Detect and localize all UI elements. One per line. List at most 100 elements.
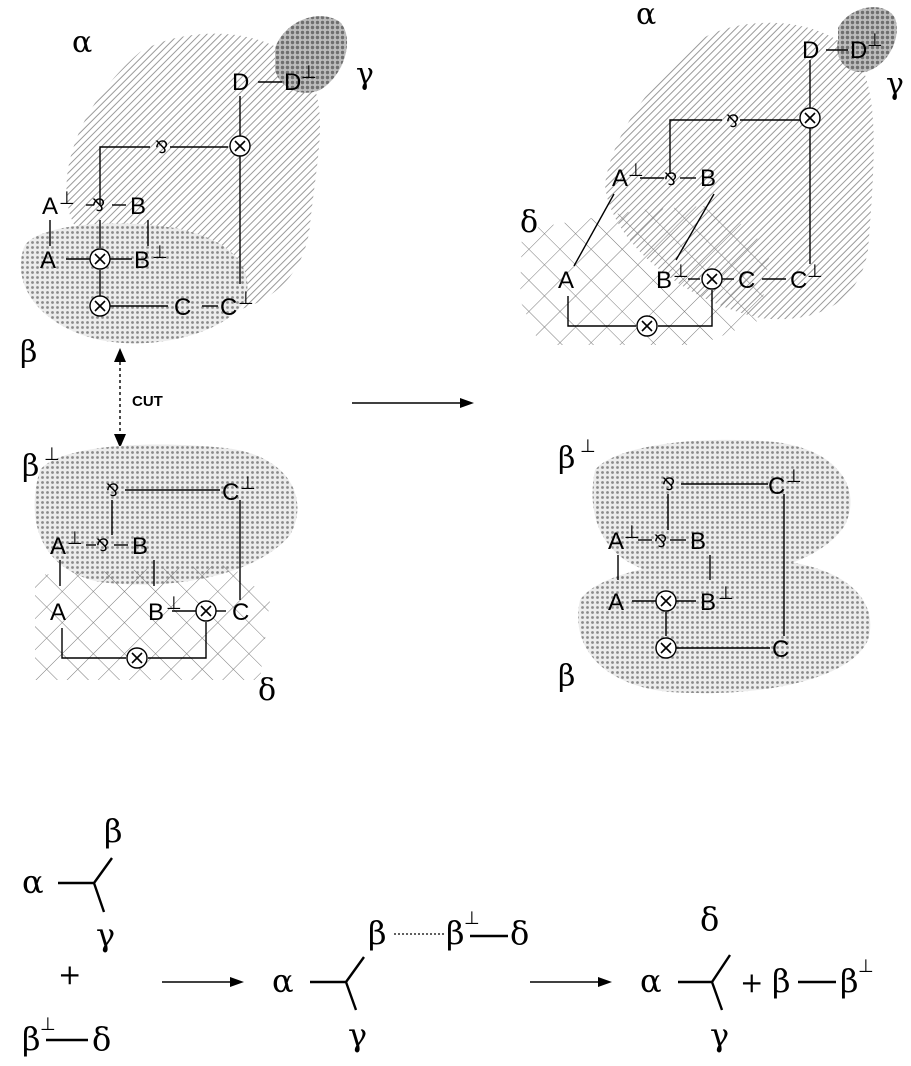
par-symbol: ⅋ [664, 170, 677, 190]
perp-mark: ⊥ [718, 583, 734, 603]
label-beta: β [368, 914, 387, 952]
label-beta: β [20, 335, 37, 370]
cut-label: CUT [132, 393, 163, 410]
label-beta-perp: β [840, 962, 859, 1000]
perp-mark: ⊥ [44, 444, 60, 464]
perp-mark: ⊥ [807, 261, 823, 281]
perp-mark: ⊥ [628, 160, 644, 180]
region-gamma [837, 7, 897, 73]
atom-C-perp: C [790, 267, 807, 294]
par-symbol: ⅋ [106, 481, 119, 501]
region-beta [578, 559, 871, 694]
label-alpha: α [272, 962, 294, 1000]
atom-C: C [232, 599, 249, 626]
par-symbol: ⅋ [92, 196, 105, 216]
label-gamma: γ [710, 1016, 729, 1054]
label-gamma: γ [356, 57, 374, 92]
perp-mark: ⊥ [166, 593, 182, 613]
atom-B-perp: B [700, 589, 716, 616]
atom-B-perp: B [148, 599, 164, 626]
cut-elimination-schema: β α γ + β ⊥ δ α β β ⊥ δ γ δ α + β β ⊥ γ [22, 812, 874, 1058]
tensor-symbol [126, 647, 148, 669]
perp-mark: ⊥ [624, 522, 640, 542]
tensor-symbol [195, 600, 217, 622]
label-alpha: α [22, 863, 44, 901]
perp-mark: ⊥ [858, 956, 874, 976]
atom-A-perp: A [50, 533, 66, 560]
perp-mark: ⊥ [786, 466, 802, 486]
label-delta: δ [700, 900, 719, 938]
tensor-symbol [229, 135, 251, 157]
label-beta: β [104, 812, 123, 850]
plus-sign: + [58, 958, 81, 991]
atom-A: A [40, 247, 56, 274]
perp-mark: ⊥ [301, 62, 317, 82]
atom-B: B [130, 193, 146, 220]
perp-mark: ⊥ [152, 242, 168, 262]
label-gamma: γ [96, 916, 115, 954]
atom-C-perp: C [222, 479, 239, 506]
label-beta-perp: β [22, 1020, 41, 1058]
perp-mark: ⊥ [673, 261, 689, 281]
label-beta-perp: β [22, 449, 39, 484]
net-top-left: ⅋ ⅋ D D ⊥ A ⊥ B A B ⊥ C C ⊥ α γ β [20, 16, 374, 370]
atom-D: D [802, 37, 819, 64]
atom-A-perp: A [612, 165, 628, 192]
region-gamma [275, 16, 348, 93]
atom-D: D [232, 69, 249, 96]
atom-A-perp: A [42, 193, 58, 220]
label-delta: δ [92, 1020, 111, 1058]
atom-D-perp: D [284, 69, 301, 96]
region-delta [35, 565, 270, 680]
cut-arrow: CUT [114, 348, 163, 448]
label-delta: δ [258, 673, 276, 708]
tensor-symbol [89, 248, 111, 270]
plus-sign: + [740, 966, 763, 999]
label-beta-perp: β [446, 914, 465, 952]
par-symbol: ⅋ [96, 536, 109, 556]
par-symbol: ⅋ [726, 112, 739, 132]
par-symbol: ⅋ [155, 138, 168, 158]
atom-C-perp: C [220, 294, 237, 321]
par-symbol: ⅋ [654, 532, 667, 552]
par-symbol: ⅋ [662, 475, 675, 495]
region-delta [520, 205, 770, 345]
label-beta: β [558, 659, 575, 694]
tensor-symbol [89, 295, 111, 317]
transform-arrow [352, 398, 474, 408]
atom-C: C [772, 636, 789, 663]
perp-mark: ⊥ [867, 30, 883, 50]
atom-C: C [738, 267, 755, 294]
atom-A-perp: A [608, 528, 624, 555]
net-bottom-right: ⅋ ⅋ C ⊥ A ⊥ B A B ⊥ C β ⊥ β [558, 436, 871, 694]
atom-B: B [700, 165, 716, 192]
atom-C: C [174, 294, 191, 321]
atom-D-perp: D [850, 37, 867, 64]
region-beta-perp [592, 439, 851, 578]
label-gamma: γ [886, 67, 904, 102]
atom-A: A [50, 599, 66, 626]
tensor-symbol [636, 315, 658, 337]
perp-mark: ⊥ [240, 473, 256, 493]
net-top-right: ⅋ ⅋ D D ⊥ A ⊥ B A B ⊥ C C ⊥ α γ δ [520, 0, 904, 345]
label-delta: δ [520, 205, 538, 240]
perp-mark: ⊥ [580, 436, 596, 456]
label-beta-perp: β [558, 441, 575, 476]
tensor-symbol [655, 637, 677, 659]
perp-mark: ⊥ [59, 188, 75, 208]
atom-B: B [132, 533, 148, 560]
label-gamma: γ [348, 1016, 367, 1054]
label-beta: β [772, 962, 791, 1000]
atom-A: A [558, 267, 574, 294]
atom-A: A [608, 589, 624, 616]
perp-mark: ⊥ [40, 1014, 56, 1034]
label-alpha: α [72, 25, 92, 60]
tensor-symbol [799, 107, 821, 129]
perp-mark: ⊥ [238, 288, 254, 308]
label-delta: δ [510, 914, 529, 952]
tensor-symbol [701, 268, 723, 290]
region-beta-perp [34, 444, 298, 585]
region-beta [20, 223, 248, 344]
atom-C-perp: C [768, 473, 785, 500]
